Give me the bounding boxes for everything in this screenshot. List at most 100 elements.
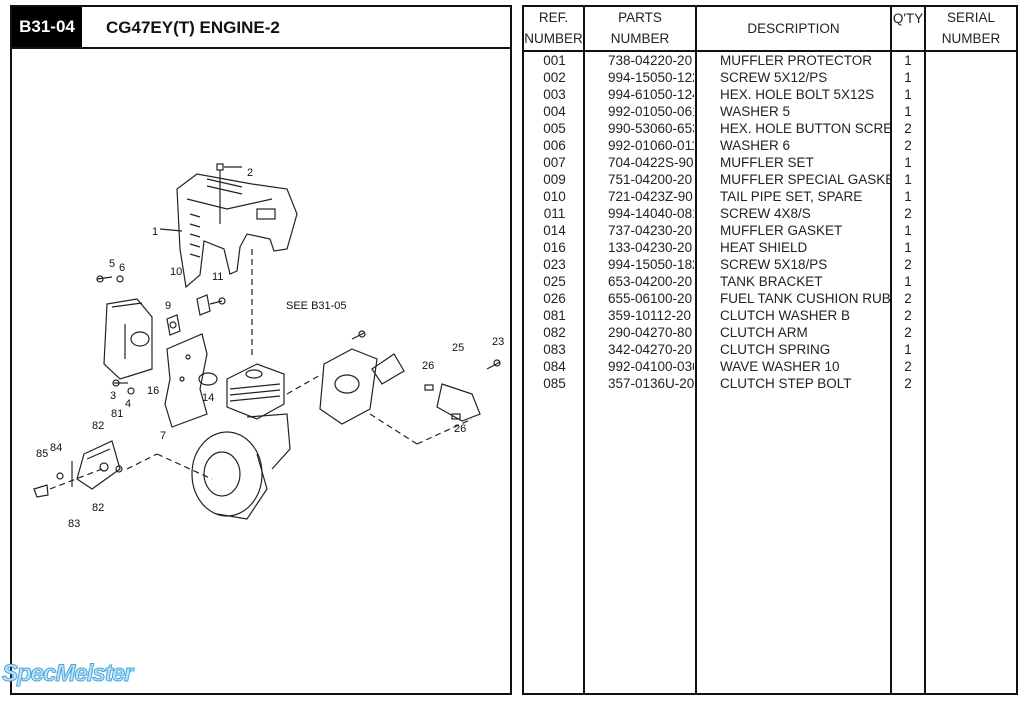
qty-cell: 1 <box>904 189 912 204</box>
qty-cell: 1 <box>904 172 912 187</box>
table-row: 005 990-53060-653 HEX. HOLE BUTTON SCREW 2 <box>524 120 1016 137</box>
description-cell: SCREW 5X12/PS <box>720 70 828 85</box>
part-number-cell: 704-0422S-90 <box>608 155 694 170</box>
header-serial-line2: NUMBER <box>941 31 1001 46</box>
qty-cell: 2 <box>904 121 912 136</box>
header-parts-line1: PARTS <box>618 10 662 25</box>
part-number-cell: 290-04270-80 <box>608 325 693 340</box>
ref-cell: 004 <box>543 104 566 119</box>
callout-label: 26 <box>454 423 466 435</box>
callout-label: 25 <box>452 342 464 354</box>
callout-label: 11 <box>212 271 223 283</box>
description-cell: MUFFLER PROTECTOR <box>720 53 873 68</box>
description-cell: SCREW 4X8/S <box>720 206 811 221</box>
callout-label: 6 <box>119 262 125 274</box>
clutch-part <box>33 440 121 498</box>
ref-cell: 002 <box>543 70 566 85</box>
qty-cell: 1 <box>904 155 912 170</box>
description-cell: TAIL PIPE SET, SPARE <box>720 189 863 204</box>
page-code: B31-04 <box>12 7 82 47</box>
header-ref-line2: NUMBER <box>524 31 583 46</box>
part-number-cell: 655-06100-20 <box>608 291 693 306</box>
qty-cell: 1 <box>904 240 912 255</box>
muffler-part <box>103 298 153 380</box>
table-row: 026 655-06100-20 FUEL TANK CUSHION RUBBER 2 <box>524 290 1016 307</box>
description-cell: SCREW 5X18/PS <box>720 257 828 272</box>
ref-cell: 026 <box>543 291 566 306</box>
header-qty: Q'TY <box>892 11 924 26</box>
callout-label: 26 <box>422 360 434 372</box>
heat-shield-part <box>164 333 208 428</box>
ref-cell: 014 <box>543 223 566 238</box>
qty-cell: 1 <box>904 104 912 119</box>
callout-label: 84 <box>50 442 62 454</box>
qty-cell: 2 <box>904 206 912 221</box>
callout-label: 81 <box>111 408 123 420</box>
muffler-protector-part <box>176 173 298 289</box>
description-cell: FUEL TANK CUSHION RUBBER <box>720 291 890 306</box>
ref-cell: 001 <box>543 53 566 68</box>
table-row: 002 994-15050-122 SCREW 5X12/PS 1 <box>524 69 1016 86</box>
description-cell: MUFFLER SET <box>720 155 814 170</box>
ref-cell: 081 <box>543 308 566 323</box>
callout-label: 2 <box>247 167 253 179</box>
qty-cell: 2 <box>904 376 912 391</box>
part-number-cell: 342-04270-20 <box>608 342 693 357</box>
description-cell: HEX. HOLE BUTTON SCREW <box>720 121 890 136</box>
header-description: DESCRIPTION <box>747 21 840 36</box>
callout-label: 1 <box>152 226 158 238</box>
part-number-cell: 994-15050-122 <box>608 70 694 85</box>
description-cell: MUFFLER GASKET <box>720 223 843 238</box>
part-number-cell: 994-15050-182 <box>608 257 694 272</box>
qty-cell: 2 <box>904 325 912 340</box>
ref-cell: 007 <box>543 155 566 170</box>
part-number-cell: 994-61050-124 <box>608 87 694 102</box>
part-number-cell: 994-14040-081 <box>608 206 694 221</box>
page-title: CG47EY(T) ENGINE-2 <box>106 18 280 37</box>
description-cell: WASHER 5 <box>720 104 791 119</box>
ref-cell: 083 <box>543 342 566 357</box>
qty-cell: 1 <box>904 70 912 85</box>
part-number-cell: 738-04220-20 <box>608 53 693 68</box>
screw-part <box>216 163 242 224</box>
leader-lines <box>49 249 473 490</box>
description-cell: CLUTCH STEP BOLT <box>720 376 852 391</box>
ref-cell: 005 <box>543 121 566 136</box>
qty-cell: 1 <box>904 87 912 102</box>
part-number-cell: 990-53060-653 <box>608 121 694 136</box>
part-number-cell: 992-01060-011 <box>608 138 694 153</box>
callout-label: 85 <box>36 448 48 460</box>
diagram-drawing: 2 1 5 6 10 11 9 3 4 16 14 7 SEE B31-05 2… <box>33 163 504 530</box>
description-cell: WASHER 6 <box>720 138 791 153</box>
description-cell: TANK BRACKET <box>720 274 823 289</box>
qty-cell: 2 <box>904 359 912 374</box>
part-number-cell: 992-04100-030 <box>608 359 694 374</box>
callout-label: 3 <box>110 390 116 402</box>
qty-cell: 1 <box>904 342 912 357</box>
title-bar: B31-04 CG47EY(T) ENGINE-2 <box>12 7 510 49</box>
callout-label: 23 <box>492 336 504 348</box>
ref-cell: 023 <box>543 257 566 272</box>
description-cell: CLUTCH ARM <box>720 325 808 340</box>
parts-table: REF. NUMBER PARTS NUMBER DESCRIPTION Q'T… <box>522 5 1018 695</box>
ref-cell: 010 <box>543 189 566 204</box>
ref-cell: 084 <box>543 359 566 374</box>
part-number-cell: 653-04200-20 <box>608 274 693 289</box>
exploded-parts-diagram: 2 1 5 6 10 11 9 3 4 16 14 7 SEE B31-05 2… <box>12 49 510 693</box>
fastener-parts <box>96 275 226 473</box>
ref-cell: 085 <box>543 376 566 391</box>
table-body: 001 738-04220-20 MUFFLER PROTECTOR 1 002 994-… <box>524 52 1016 392</box>
ref-cell: 006 <box>543 138 566 153</box>
table-row: 007 704-0422S-90 MUFFLER SET 1 <box>524 154 1016 171</box>
part-number-cell: 737-04230-20 <box>608 223 693 238</box>
ref-cell: 016 <box>543 240 566 255</box>
description-cell: HEX. HOLE BOLT 5X12S <box>720 87 875 102</box>
qty-cell: 2 <box>904 291 912 306</box>
ref-cell: 009 <box>543 172 566 187</box>
